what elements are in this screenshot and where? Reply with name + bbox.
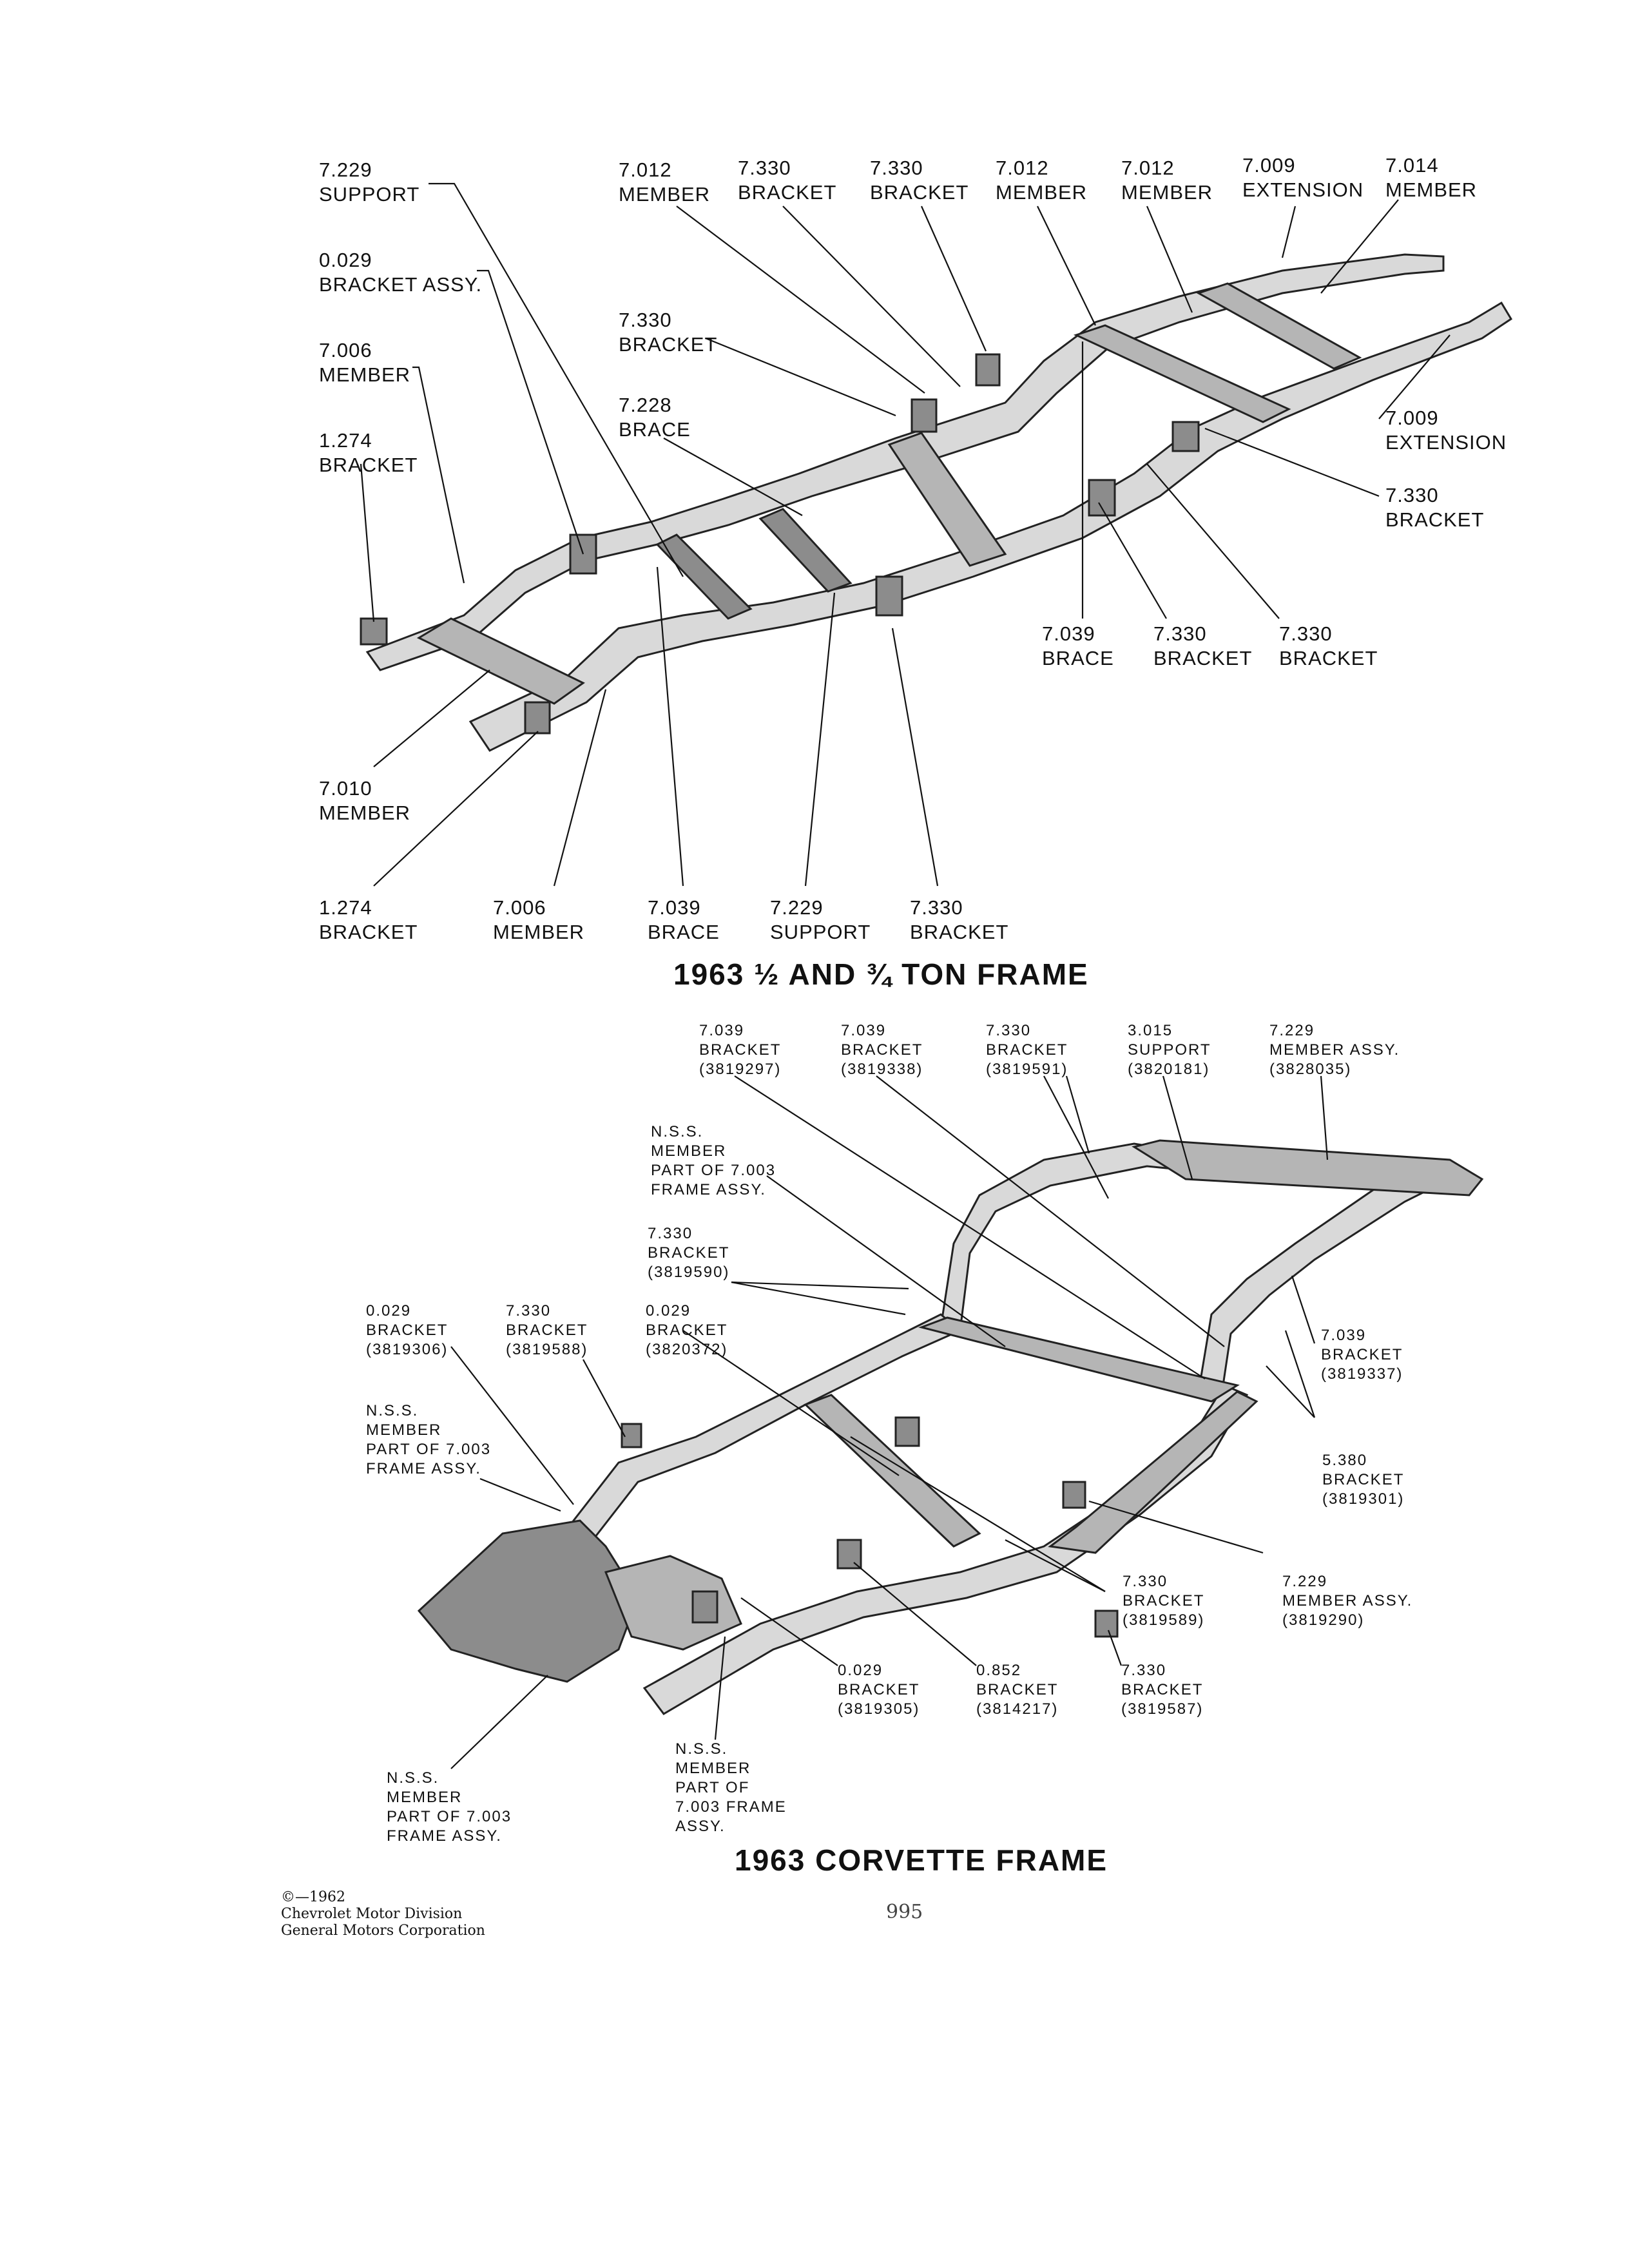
corvette-right-rail <box>642 1384 1249 1715</box>
corvette-bracket-d <box>691 1590 718 1624</box>
truck-bracket-f <box>1171 421 1200 452</box>
truck-crossmember-4 <box>1073 324 1291 423</box>
truck-crossmember-2 <box>758 508 853 593</box>
corvette-mid-crossmember <box>918 1316 1240 1403</box>
corvette-bracket-b <box>836 1539 862 1570</box>
truck-bracket-a <box>360 617 388 646</box>
corvette-bracket-f <box>1094 1610 1119 1638</box>
corvette-rear-kickup-right <box>1197 1171 1440 1399</box>
truck-bracket-e <box>1088 479 1116 517</box>
truck-crossmember-1 <box>655 533 753 620</box>
truck-bracket-b <box>524 701 551 735</box>
truck-leader-lines <box>360 182 1451 887</box>
corvette-bracket-c <box>1062 1481 1086 1509</box>
truck-frame-drawing <box>360 253 1513 752</box>
corvette-rear-crossmember <box>1132 1139 1484 1196</box>
truck-front-crossmember <box>416 617 585 705</box>
truck-bracket-d <box>875 575 903 617</box>
corvette-front-box <box>604 1555 742 1651</box>
truck-bracket-h <box>975 353 1001 387</box>
corvette-frame-drawing <box>417 1139 1484 1715</box>
corvette-bracket-a <box>894 1416 920 1447</box>
page-number: 995 <box>886 1901 923 1923</box>
truck-frame-title: 1963 ½ AND ¾ TON FRAME <box>673 957 1089 991</box>
corvette-frame-title: 1963 CORVETTE FRAME <box>735 1843 1108 1877</box>
truck-crossmember-5 <box>1196 282 1362 370</box>
corvette-front-crossmember <box>417 1519 639 1683</box>
truck-bracket-g <box>911 398 938 433</box>
copyright-notice: ©—1962 Chevrolet Motor Division General … <box>281 1889 485 1939</box>
corvette-leader-lines <box>450 1075 1329 1769</box>
corvette-x-brace <box>1048 1390 1258 1554</box>
truck-crossmember-3 <box>887 432 1007 567</box>
